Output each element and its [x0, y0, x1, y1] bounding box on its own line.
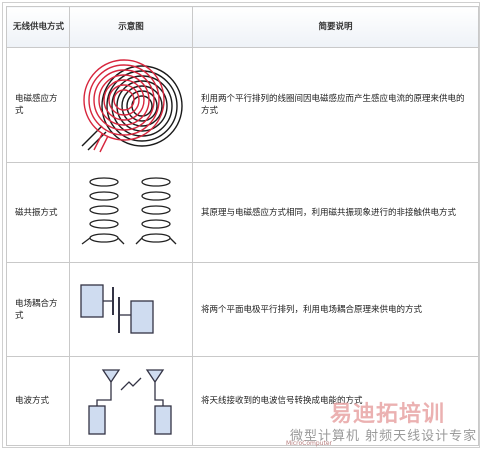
row-type: 电场耦合方式: [6, 262, 70, 357]
antennas-icon: [88, 369, 172, 435]
header-description: 简要说明: [192, 6, 479, 48]
diagram-cell: [69, 162, 193, 263]
wireless-power-table: 无线供电方式 示意图 简要说明 电磁感应方式: [6, 6, 479, 446]
diagram-cell: [69, 356, 193, 446]
row-type: 电磁感应方式: [6, 47, 70, 163]
watermark-tagline: 微型计算机 射频天线设计专家: [290, 429, 478, 444]
watermark-brand: 易迪拓培训: [330, 402, 446, 427]
row-description: 利用两个平行排列的线圈间因电磁感应而产生感应电流的原理来供电的方式: [192, 47, 479, 163]
table-row: 电波方式 将天线接收到的电波信号转换成电能的方式: [6, 356, 479, 446]
row-description: 将两个平面电极平行排列，利用电场耦合原理来供电的方式: [192, 262, 479, 357]
row-type: 磁共振方式: [6, 162, 70, 263]
row-type: 电波方式: [6, 356, 70, 446]
table-row: 磁共振方式 其原理与电磁感应方式相同，利用磁共振现象进行的非接触供电方式: [6, 162, 479, 263]
diagram-cell: [69, 47, 193, 163]
parallel-electrodes-icon: [80, 283, 154, 334]
row-description: 其原理与电磁感应方式相同，利用磁共振现象进行的非接触供电方式: [192, 162, 479, 263]
table-header-row: 无线供电方式 示意图 简要说明: [6, 6, 479, 48]
row-description: 将天线接收到的电波信号转换成电能的方式: [192, 356, 479, 446]
coil-spirals-icon: [81, 59, 183, 153]
header-type: 无线供电方式: [6, 6, 70, 48]
header-diagram: 示意图: [69, 6, 193, 48]
table-row: 电场耦合方式 将两个平面电极平行排列，利用电场耦合原理来供电的方式: [6, 262, 479, 357]
table-row: 电磁感应方式: [6, 47, 479, 163]
helix-coils-icon: [81, 176, 177, 245]
diagram-cell: [69, 262, 193, 357]
watermark-site: MicroComputer: [286, 440, 332, 447]
